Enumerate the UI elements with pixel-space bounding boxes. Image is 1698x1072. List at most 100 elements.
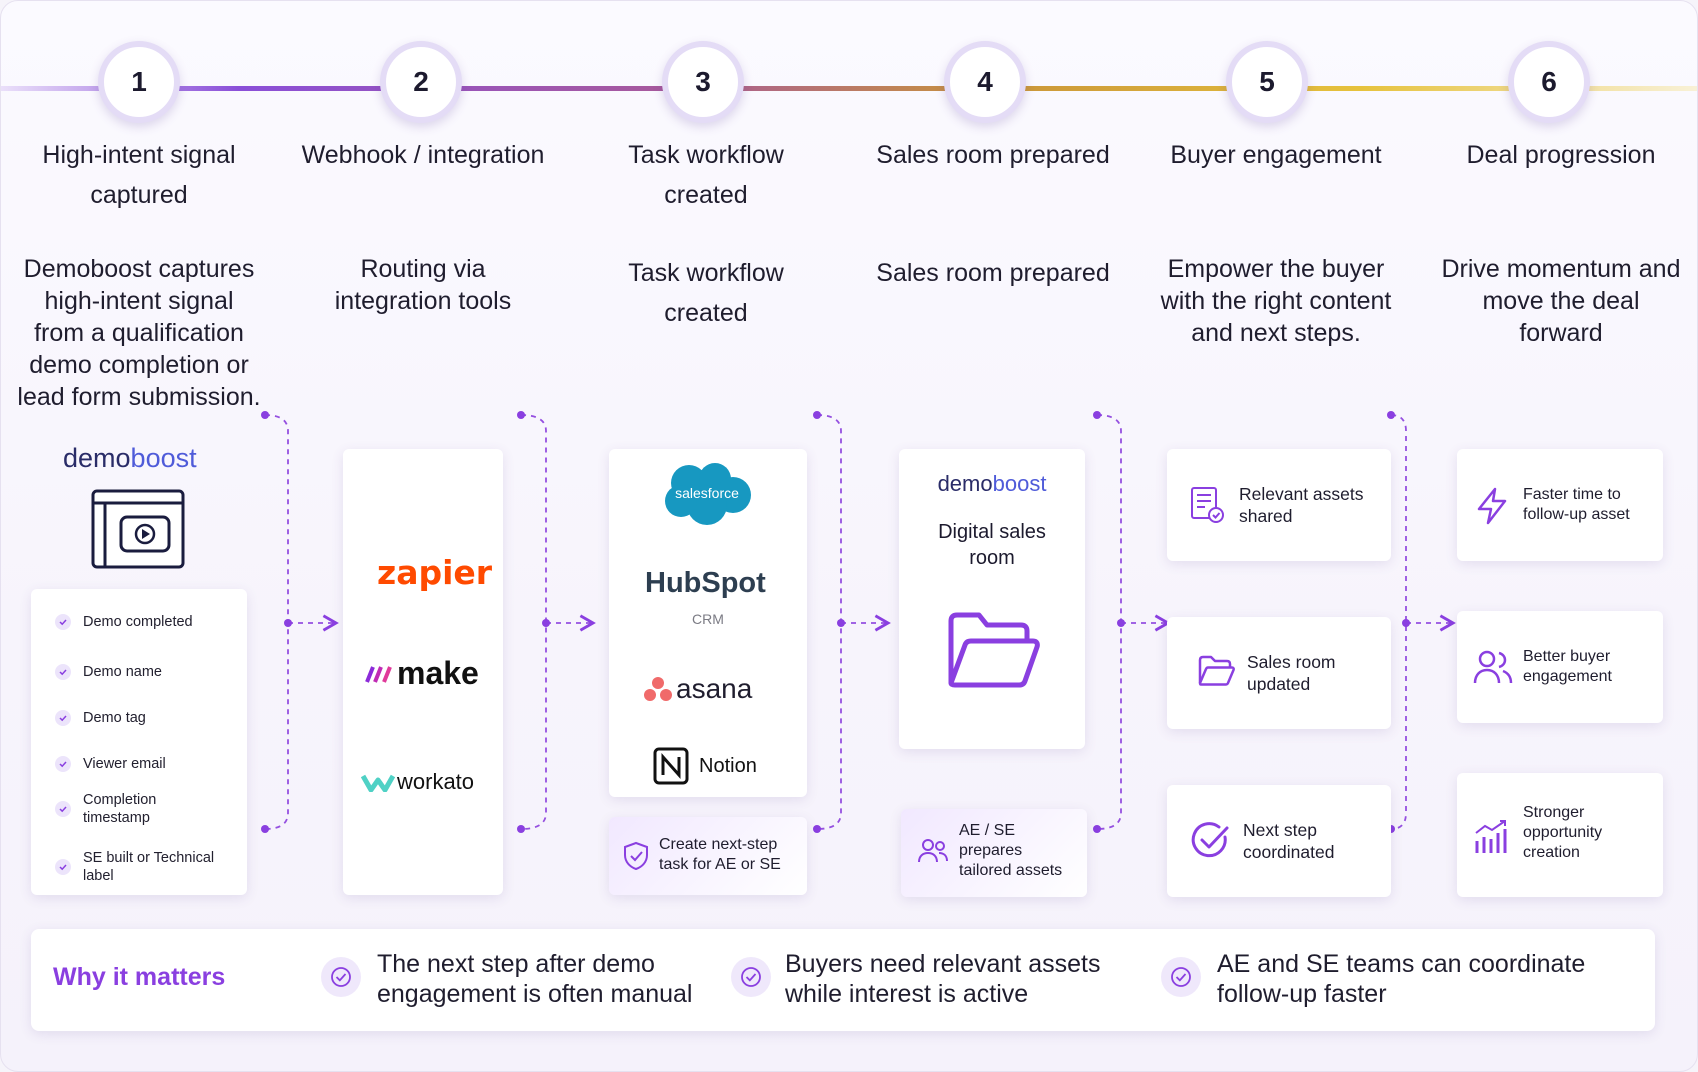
check-badge-icon xyxy=(321,957,361,997)
field-demo-completed: Demo completed xyxy=(55,613,193,631)
title-line: Webhook / integration xyxy=(301,141,545,169)
desc-line: Empower the buyer xyxy=(1167,255,1385,283)
bracket-5 xyxy=(1390,414,1407,830)
title-line: created xyxy=(664,181,748,209)
text-line: opportunity xyxy=(1523,824,1603,841)
desc-line: move the deal xyxy=(1482,287,1640,315)
logo-part: demo xyxy=(63,443,131,473)
step-number: 2 xyxy=(413,66,429,97)
demoboost-logo: demoboost xyxy=(899,471,1085,497)
check-icon xyxy=(55,801,71,817)
next-step-text: Next step coordinated xyxy=(1243,819,1334,863)
stronger-opportunity-card: Stronger opportunity creation xyxy=(1457,773,1663,897)
step-number: 5 xyxy=(1259,66,1275,97)
step-2-description: Routing via integration tools xyxy=(301,253,545,317)
why-it-matters-title: Why it matters xyxy=(53,963,226,991)
desc-line: Task workflow xyxy=(628,259,784,287)
field-label: Demo completed xyxy=(83,614,193,630)
text-line: follow-up faster xyxy=(1217,980,1387,1008)
field-label: SE built or Technical label xyxy=(83,849,214,885)
text-line: Create next-step xyxy=(659,836,778,853)
field-label: Demo name xyxy=(83,664,162,680)
users-icon xyxy=(918,839,948,863)
folder-open-icon xyxy=(948,612,1040,688)
field-demo-tag: Demo tag xyxy=(55,709,146,727)
notion-text: Notion xyxy=(699,754,757,777)
text-line: The next step after demo xyxy=(377,950,655,978)
step-2-circle: 2 xyxy=(380,41,462,123)
step-number: 6 xyxy=(1541,66,1557,97)
desc-line: Drive momentum and xyxy=(1441,255,1681,283)
step-6-circle: 6 xyxy=(1508,41,1590,123)
field-label-line: label xyxy=(83,868,114,884)
make-logo: make xyxy=(365,655,479,692)
integration-tools-card: zapier make workato xyxy=(343,449,503,895)
check-icon xyxy=(55,710,71,726)
desc-line: integration tools xyxy=(334,287,512,315)
step-6-title: Deal progression xyxy=(1421,135,1697,175)
text-line: Stronger xyxy=(1523,804,1585,821)
check-icon xyxy=(55,664,71,680)
why-item-3: AE and SE teams can coordinate follow-up… xyxy=(1217,949,1585,1009)
text-line: Relevant assets xyxy=(1239,484,1364,504)
users-icon xyxy=(1473,650,1513,684)
demoboost-logo: demoboost xyxy=(63,443,197,474)
field-label-line: Completion xyxy=(83,792,157,808)
desc-line: with the right content xyxy=(1160,287,1392,315)
zapier-logo: zapier xyxy=(377,553,493,592)
desc-line: lead form submission. xyxy=(17,383,261,411)
workato-logo: workato xyxy=(361,769,474,795)
step-3-circle: 3 xyxy=(662,41,744,123)
make-mark-icon xyxy=(365,665,392,683)
step-number: 1 xyxy=(131,66,147,97)
make-text: make xyxy=(397,655,479,691)
bar-chart-icon xyxy=(1475,820,1507,853)
title-line: captured xyxy=(90,181,188,209)
shield-check-icon xyxy=(624,841,648,871)
desc-line: Demoboost captures xyxy=(23,255,255,283)
step-5-circle: 5 xyxy=(1226,41,1308,123)
text-line: follow-up asset xyxy=(1523,506,1630,523)
why-it-matters-card: Why it matters The next step after demo … xyxy=(31,929,1655,1031)
next-step-card: Next step coordinated xyxy=(1167,785,1391,897)
step-1-description: Demoboost captures high-intent signal fr… xyxy=(7,253,271,413)
desc-line: and next steps. xyxy=(1191,319,1361,347)
desc-line: demo completion or xyxy=(29,351,249,379)
why-item-1: The next step after demo engagement is o… xyxy=(377,949,693,1009)
better-engagement-text: Better buyer engagement xyxy=(1523,647,1612,687)
salesforce-cloud-icon xyxy=(665,463,751,525)
text-line: Next step xyxy=(1243,820,1317,840)
relevant-assets-card: Relevant assets shared xyxy=(1167,449,1391,561)
step-4-circle: 4 xyxy=(944,41,1026,123)
title-line: Sales room prepared xyxy=(876,141,1110,169)
title-line: Buyer engagement xyxy=(1170,141,1382,169)
salesforce-text: salesforce xyxy=(675,485,739,501)
better-engagement-card: Better buyer engagement xyxy=(1457,611,1663,723)
asana-logo: asana xyxy=(643,673,752,705)
text-line: Buyers need relevant assets xyxy=(785,950,1101,978)
signal-fields-card: Demo completed Demo name Demo tag Viewer… xyxy=(31,589,247,895)
logo-part: boost xyxy=(992,471,1047,496)
text-line: AE / SE xyxy=(959,822,1016,839)
create-task-text: Create next-step task for AE or SE xyxy=(659,835,781,875)
text-line: task for AE or SE xyxy=(659,856,781,873)
field-label-line: SE built or Technical xyxy=(83,850,215,866)
check-badge-icon xyxy=(1161,957,1201,997)
step-2-title: Webhook / integration xyxy=(283,135,563,175)
text-line: prepares xyxy=(959,842,1023,859)
text-line: AE and SE teams can coordinate xyxy=(1217,950,1586,978)
text-line: Sales room xyxy=(1247,652,1336,672)
crm-label: CRM xyxy=(692,611,724,627)
text-line: tailored assets xyxy=(959,862,1063,879)
check-badge-icon xyxy=(731,957,771,997)
notion-logo: Notion xyxy=(653,747,757,785)
check-icon xyxy=(55,756,71,772)
desc-line: Sales room prepared xyxy=(876,259,1110,287)
field-demo-name: Demo name xyxy=(55,663,162,681)
step-number: 3 xyxy=(695,66,711,97)
check-icon xyxy=(55,614,71,630)
desc-line: high-intent signal xyxy=(44,287,234,315)
step-3-title: Task workflow created xyxy=(581,135,831,215)
